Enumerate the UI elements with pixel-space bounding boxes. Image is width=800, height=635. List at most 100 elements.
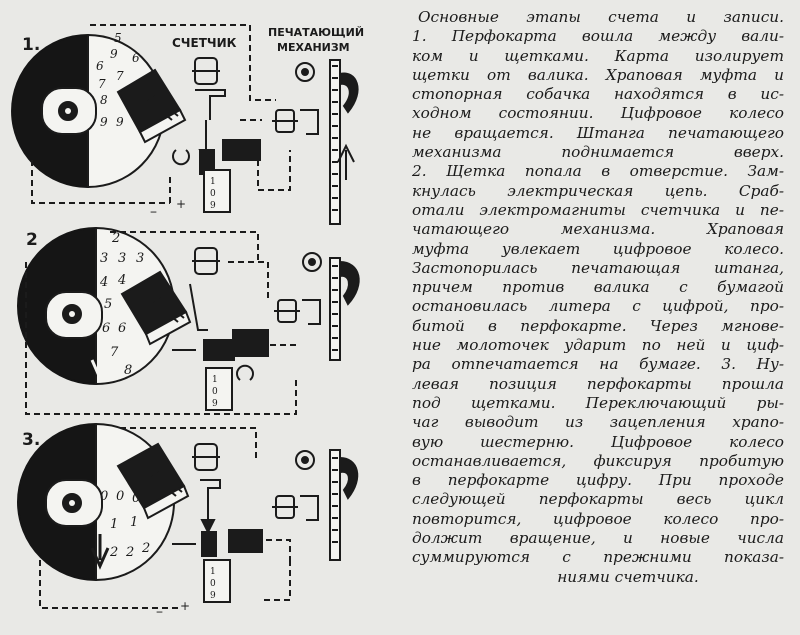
stage-1-digit: 8 [100,93,108,107]
caption-line: не вращается. Штанга печатающего [412,123,784,142]
stage-1-minus-label: – [150,204,157,220]
printer-label-line2: МЕХАНИЗМ [277,41,350,54]
stage-2-brushes [120,270,192,346]
caption-line: ниями счетчика. [557,567,699,586]
counter-digit: 0 [210,579,216,589]
stage-1-digit: 9 [110,47,118,61]
counter-digit: 9 [210,201,216,211]
stage-2-digit: 4 [117,273,126,288]
stage-1-roller [41,87,97,135]
caption-line: стопорная собачка находятся в ис- [412,85,784,104]
stage-1-digit: 7 [116,69,124,83]
stage-3-digit: 0 [116,489,124,504]
caption-line: битой в перфокарте. Через мгнове- [412,316,784,335]
stage-3-digit: 1 [130,515,138,530]
stage-3-minus-label: – [156,604,163,620]
mechanism-illustration: СЧЕТЧИК ПЕЧАТАЮЩИЙ МЕХАНИЗМ 1. 5 [11,24,364,620]
stage-2-number: 2 [26,230,38,250]
caption-line: Основные этапы счета и записи. [418,8,784,26]
stage-1-feed-arrow-icon [94,148,114,180]
caption-line: отали электромагниты счетчика и пе- [412,200,784,219]
stage-1-digit: 9 [100,115,108,129]
caption-line: чатающего механизма. Храповая [412,220,784,239]
stage-2-digit: 2 [111,231,120,246]
caption-line: ра отпечатается на бумаге. 3. Ну- [412,355,784,374]
caption-line: остановилась литера с цифрой, про- [412,297,784,316]
stage-1-brushes [116,68,187,144]
caption-line: вую шестерню. Цифровое колесо [412,432,784,451]
caption-line: должит вращение, и новые числа [412,529,784,548]
stage-2-digit: 3 [136,251,144,266]
caption-line: причем против валика с бумагой [412,278,784,297]
caption-line: чаг выводит из зацепления храпо- [412,413,784,432]
stage-2-digit: 6 [118,321,126,336]
stage-3-digit: 2 [141,541,150,556]
caption-line: Застопорилась печатающая штанга, [412,258,784,277]
stage-3-number: 3. [22,430,40,450]
caption-line: ходном состоянии. Цифровое колесо [412,104,784,123]
caption-line: ние молоточек ударит по ней и циф- [412,336,784,355]
stage-2-digit: 3 [100,251,108,266]
stage-1-digit: 5 [114,31,122,45]
caption-line: повторится, цифровое колесо про- [412,509,784,528]
stage-3-circuit [39,427,291,609]
caption-line: под щетками. Переключающий ры- [412,393,784,412]
stage-1-digit: 9 [116,115,124,129]
stage-1-circuit [31,24,291,204]
caption-line: суммируются с прежними показа- [412,548,784,567]
stage-1-number: 1. [22,35,40,55]
stage-1-plus-label: + [176,197,186,211]
stage-1-digit: 7 [98,77,106,91]
caption-line: кнулась электрическая цепь. Сраб- [412,181,784,200]
stage-3-brushes [116,442,190,520]
stage-2-digit: 6 [102,321,110,336]
caption-line: в перфокарте цифру. При проходе [412,471,784,490]
counter-digit: 0 [212,387,218,397]
caption-line: левая позиция перфокарты прошла [412,374,784,393]
caption-line: ком и щетками. Карта изолирует [412,46,784,65]
stage-2-digit: 7 [110,345,119,360]
stage-1-up-arrow-icon [337,143,355,180]
stage-2-feed-arrow-icon [90,346,110,382]
counter-digit: 9 [210,591,216,601]
counter-label: СЧЕТЧИК [172,36,237,50]
stage-1-digit: 6 [132,51,140,65]
counter-digit: 1 [212,375,218,385]
counter-digit: 1 [210,567,216,577]
stage-3-digit: 2 [109,545,118,560]
stage-3-roller [45,479,103,527]
caption-line: муфта увлекает цифровое колесо. [412,239,784,258]
stage-1-printing-mechanism [272,59,359,225]
stage-3-printing-mechanism [272,449,359,561]
stage-3-digit: 0 [100,489,108,504]
stage-3-feed-arrow-icon [90,534,110,570]
stage-3-panel: 3. 0 0 0 1 1 2 2 2 [17,422,359,620]
stage-2-panel: 2 2 3 3 3 4 4 5 6 6 [17,226,360,415]
caption-line: механизма поднимается вверх. [412,143,784,162]
stage-3-counter-mechanism: 1 0 9 [172,443,263,603]
counter-digit: 9 [212,399,218,409]
counter-digit: 0 [210,189,216,199]
stage-3-plus-label: + [180,599,190,613]
caption-line: следующей перфокарты весь цикл [412,490,784,509]
stage-2-roller [45,291,103,339]
counter-digit: 1 [210,177,216,187]
stage-1-digit: 6 [96,59,104,73]
stage-3-digit: 2 [125,545,134,560]
stage-2-digit: 3 [118,251,126,266]
stage-2-digit: 4 [99,275,108,290]
stage-2-counter-mechanism: 1 0 9 [172,247,269,411]
caption-line: 2. Щетка попала в отверстие. Зам- [412,162,784,181]
stage-3-digit: 0 [132,491,140,506]
caption-line: останавливается, фиксируя пробитую [412,451,784,470]
stage-1-counter-mechanism: 1 0 9 [172,57,261,213]
stage-2-digit: 8 [124,363,132,378]
caption-line: 1. Перфокарта вошла между вали- [412,27,784,46]
stage-3-digit: 1 [110,517,118,532]
stage-2-printing-mechanism [274,252,360,361]
caption-line: щетки от валика. Храповая муфта и [412,65,784,84]
printer-label-line1: ПЕЧАТАЮЩИЙ [268,26,364,39]
stage-2-digit: 5 [104,297,112,312]
caption-text: Основные этапы счета и записи. 1. Перфок… [412,8,784,587]
stage-1-panel: 1. 5 6 7 7 8 9 [11,24,359,225]
